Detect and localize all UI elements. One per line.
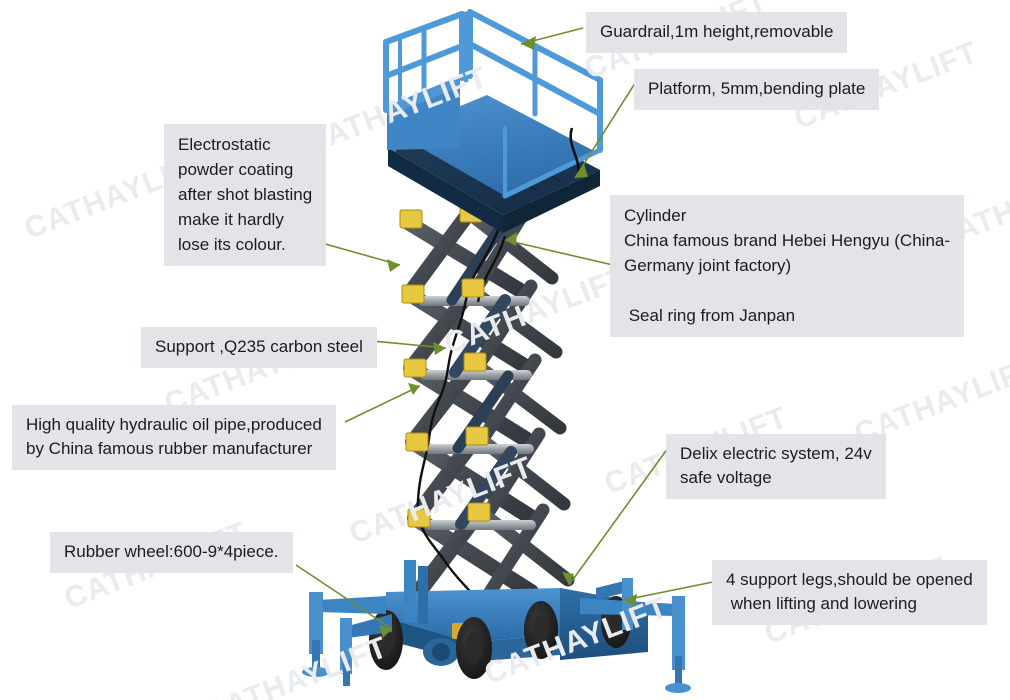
callout-hydraulic-oil-pipe[interactable]: High quality hydraulic oil pipe,produced… <box>12 405 336 470</box>
scissor-arm-assembly <box>399 201 575 602</box>
callout-electric-system[interactable]: Delix electric system, 24v safe voltage <box>666 434 886 499</box>
callout-cylinder[interactable]: Cylinder China famous brand Hebei Hengyu… <box>610 195 965 337</box>
callout-guardrail[interactable]: Guardrail,1m height,removable <box>586 12 848 53</box>
callout-support-legs[interactable]: 4 support legs,should be opened when lif… <box>712 560 987 625</box>
callout-rubber-wheel[interactable]: Rubber wheel:600-9*4piece. <box>50 532 293 573</box>
callout-powder-coating[interactable]: Electrostatic powder coating after shot … <box>164 124 327 266</box>
callout-platform[interactable]: Platform, 5mm,bending plate <box>634 69 880 110</box>
callout-support-steel[interactable]: Support ,Q235 carbon steel <box>141 327 377 368</box>
